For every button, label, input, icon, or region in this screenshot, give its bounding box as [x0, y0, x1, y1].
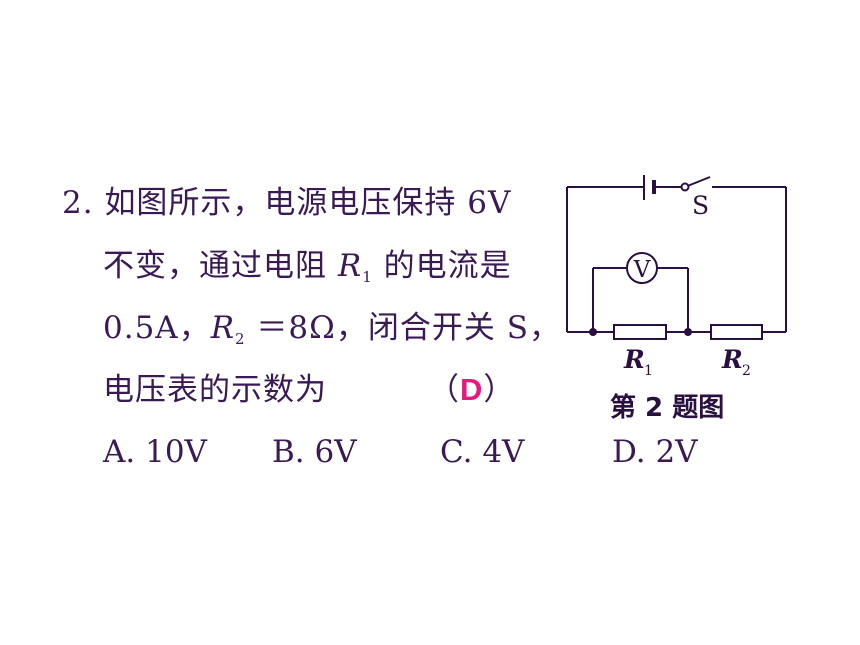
- circuit-diagram: V S R 1 R 2: [566, 175, 787, 379]
- question-text-3b: ＝8Ω，闭合开关 S，: [245, 310, 561, 346]
- answer-letter: D: [460, 372, 484, 407]
- option-b[interactable]: B. 6V: [272, 434, 357, 470]
- r1-symbol: R: [337, 248, 363, 284]
- r1-label: R: [623, 345, 645, 374]
- question-text-1: 如图所示，电源电压保持 6V: [104, 185, 512, 221]
- resistor-r1: [613, 324, 667, 340]
- question-number: 2.: [62, 185, 94, 221]
- junction-right: [684, 328, 692, 336]
- r1-subscript: 1: [362, 268, 373, 286]
- option-c[interactable]: C. 4V: [440, 434, 525, 470]
- r2-label-sub: 2: [742, 363, 751, 379]
- question-text-2a: 不变，通过电阻: [103, 248, 338, 284]
- question-text-2b: 的电流是: [372, 248, 512, 284]
- question-line-3: 0.5A，R2 ＝8Ω，闭合开关 S，: [103, 308, 561, 359]
- question-line-1: 2. 如图所示，电源电压保持 6V: [62, 183, 511, 223]
- answer-bracket: （D）: [428, 370, 515, 410]
- figure-caption: 第 2 题图: [610, 393, 725, 423]
- resistor-r2: [710, 324, 763, 340]
- switch-label: S: [692, 191, 709, 220]
- question-text-3a: 0.5A，: [103, 310, 211, 346]
- question-line-4: 电压表的示数为: [103, 370, 327, 410]
- r2-label: R: [721, 345, 743, 374]
- paren-open: （: [428, 372, 460, 408]
- r2-subscript: 2: [235, 330, 246, 348]
- question-text-4: 电压表的示数为: [103, 372, 327, 408]
- paren-close: ）: [483, 372, 516, 408]
- junction-left: [589, 328, 597, 336]
- voltmeter-label: V: [633, 257, 651, 283]
- option-a[interactable]: A. 10V: [103, 434, 207, 470]
- option-d[interactable]: D. 2V: [612, 434, 698, 470]
- switch-contact: [680, 182, 690, 192]
- r1-label-sub: 1: [644, 363, 653, 379]
- question-line-2: 不变，通过电阻 R1 的电流是: [103, 246, 512, 297]
- voltmeter-circle: [626, 252, 658, 284]
- r2-symbol: R: [210, 310, 236, 346]
